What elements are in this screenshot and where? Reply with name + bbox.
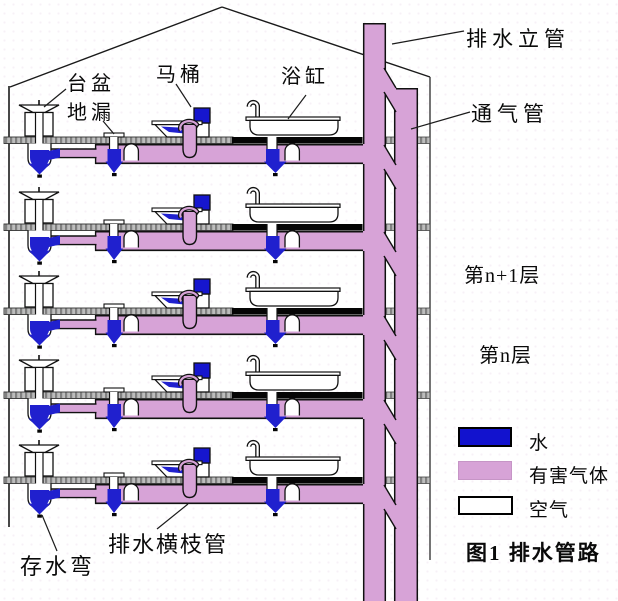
leader-bathtub <box>287 94 307 120</box>
toilet-s-trap <box>182 380 198 414</box>
bathtub-spout <box>247 356 259 372</box>
toilet-label: 马桶 <box>156 64 204 86</box>
washbasin-trap <box>27 483 60 518</box>
toilet-s-trap <box>182 212 198 246</box>
floor-drain <box>103 387 140 432</box>
washbasin-trap <box>27 143 60 178</box>
floor-drain <box>103 303 140 348</box>
washbasin-label: 台盆 <box>67 73 115 95</box>
floor-unit <box>0 97 450 187</box>
bathtub-spout <box>247 272 259 288</box>
washbasin <box>18 440 60 489</box>
air-curl <box>284 483 301 501</box>
floor-drain <box>103 219 140 264</box>
leader-toilet <box>175 83 192 108</box>
washbasin <box>18 355 60 404</box>
floor-drain <box>103 132 140 177</box>
branch-pipe-label: 排水横枝管 <box>108 532 229 557</box>
toilet-s-trap <box>182 125 198 159</box>
bathtub-spout <box>247 188 259 204</box>
leader-drain-riser <box>391 30 465 45</box>
bathtub-trap <box>264 398 301 432</box>
legend-label-harmful-gas: 有害气体 <box>529 466 610 487</box>
air-curl <box>123 398 140 416</box>
toilet-s-trap <box>182 296 198 330</box>
toilet <box>151 107 211 159</box>
branch-drain-pipe <box>45 314 372 336</box>
water-trap-label: 存水弯 <box>20 554 96 579</box>
leader-washbasin <box>43 88 67 108</box>
toilet <box>151 278 211 330</box>
floor-drain <box>103 472 140 517</box>
air-curl <box>123 483 140 501</box>
riser-vent-connectors <box>383 67 397 530</box>
vent-pipe-label: 通气管 <box>471 102 549 126</box>
branch-drain-pipe <box>45 230 372 252</box>
toilet <box>151 447 211 499</box>
branch-drain-pipe <box>45 398 372 420</box>
bathtub-spout <box>247 101 259 117</box>
washbasin-trap <box>27 398 60 433</box>
air-curl <box>284 143 301 161</box>
floor-n-plus-1-label: 第n+1层 <box>464 265 541 287</box>
bathtub-trap <box>264 314 301 348</box>
drain-riser-label: 排水立管 <box>466 27 570 51</box>
bathtub-label: 浴缸 <box>281 66 329 88</box>
toilet-s-trap <box>182 465 198 499</box>
bathtub-trap <box>264 143 301 177</box>
legend-swatch-air <box>458 496 513 515</box>
washbasin-floordrain-labels: 台盆 地漏 <box>67 70 115 128</box>
legend-label-air: 空气 <box>529 500 570 521</box>
air-curl <box>123 230 140 248</box>
bathtub-trap <box>264 483 301 517</box>
bathtub <box>245 354 341 404</box>
air-curl <box>284 230 301 248</box>
floor-unit <box>0 268 450 358</box>
bathtub <box>245 439 341 489</box>
floor-drain-label: 地漏 <box>67 102 115 124</box>
leader-branch-pipe <box>156 503 189 530</box>
figure-caption: 图1 排水管路 <box>466 541 601 565</box>
roof <box>9 6 431 88</box>
bathtub-spout <box>247 441 259 457</box>
air-curl <box>284 314 301 332</box>
bathtub <box>245 99 341 149</box>
bathtub <box>245 186 341 236</box>
floor-unit <box>0 437 450 527</box>
air-curl <box>123 314 140 332</box>
washbasin-trap <box>27 230 60 265</box>
leader-water-trap <box>41 514 58 552</box>
toilet <box>151 194 211 246</box>
leader-floor-drain <box>102 120 115 135</box>
floor-unit <box>0 352 450 442</box>
leader-vent-pipe <box>410 111 471 130</box>
legend-swatch-water <box>458 427 512 447</box>
legend-label-water: 水 <box>529 433 550 454</box>
air-curl <box>284 398 301 416</box>
floor-unit <box>0 184 450 274</box>
bathtub-trap <box>264 230 301 264</box>
branch-drain-pipe <box>45 483 372 505</box>
toilet <box>151 362 211 414</box>
washbasin <box>18 271 60 320</box>
air-curl <box>123 143 140 161</box>
washbasin <box>18 187 60 236</box>
legend-swatch-harmful-gas <box>458 461 512 480</box>
branch-drain-pipe <box>45 143 372 165</box>
washbasin-trap <box>27 314 60 349</box>
bathtub <box>245 270 341 320</box>
floor-n-label: 第n层 <box>479 345 532 367</box>
